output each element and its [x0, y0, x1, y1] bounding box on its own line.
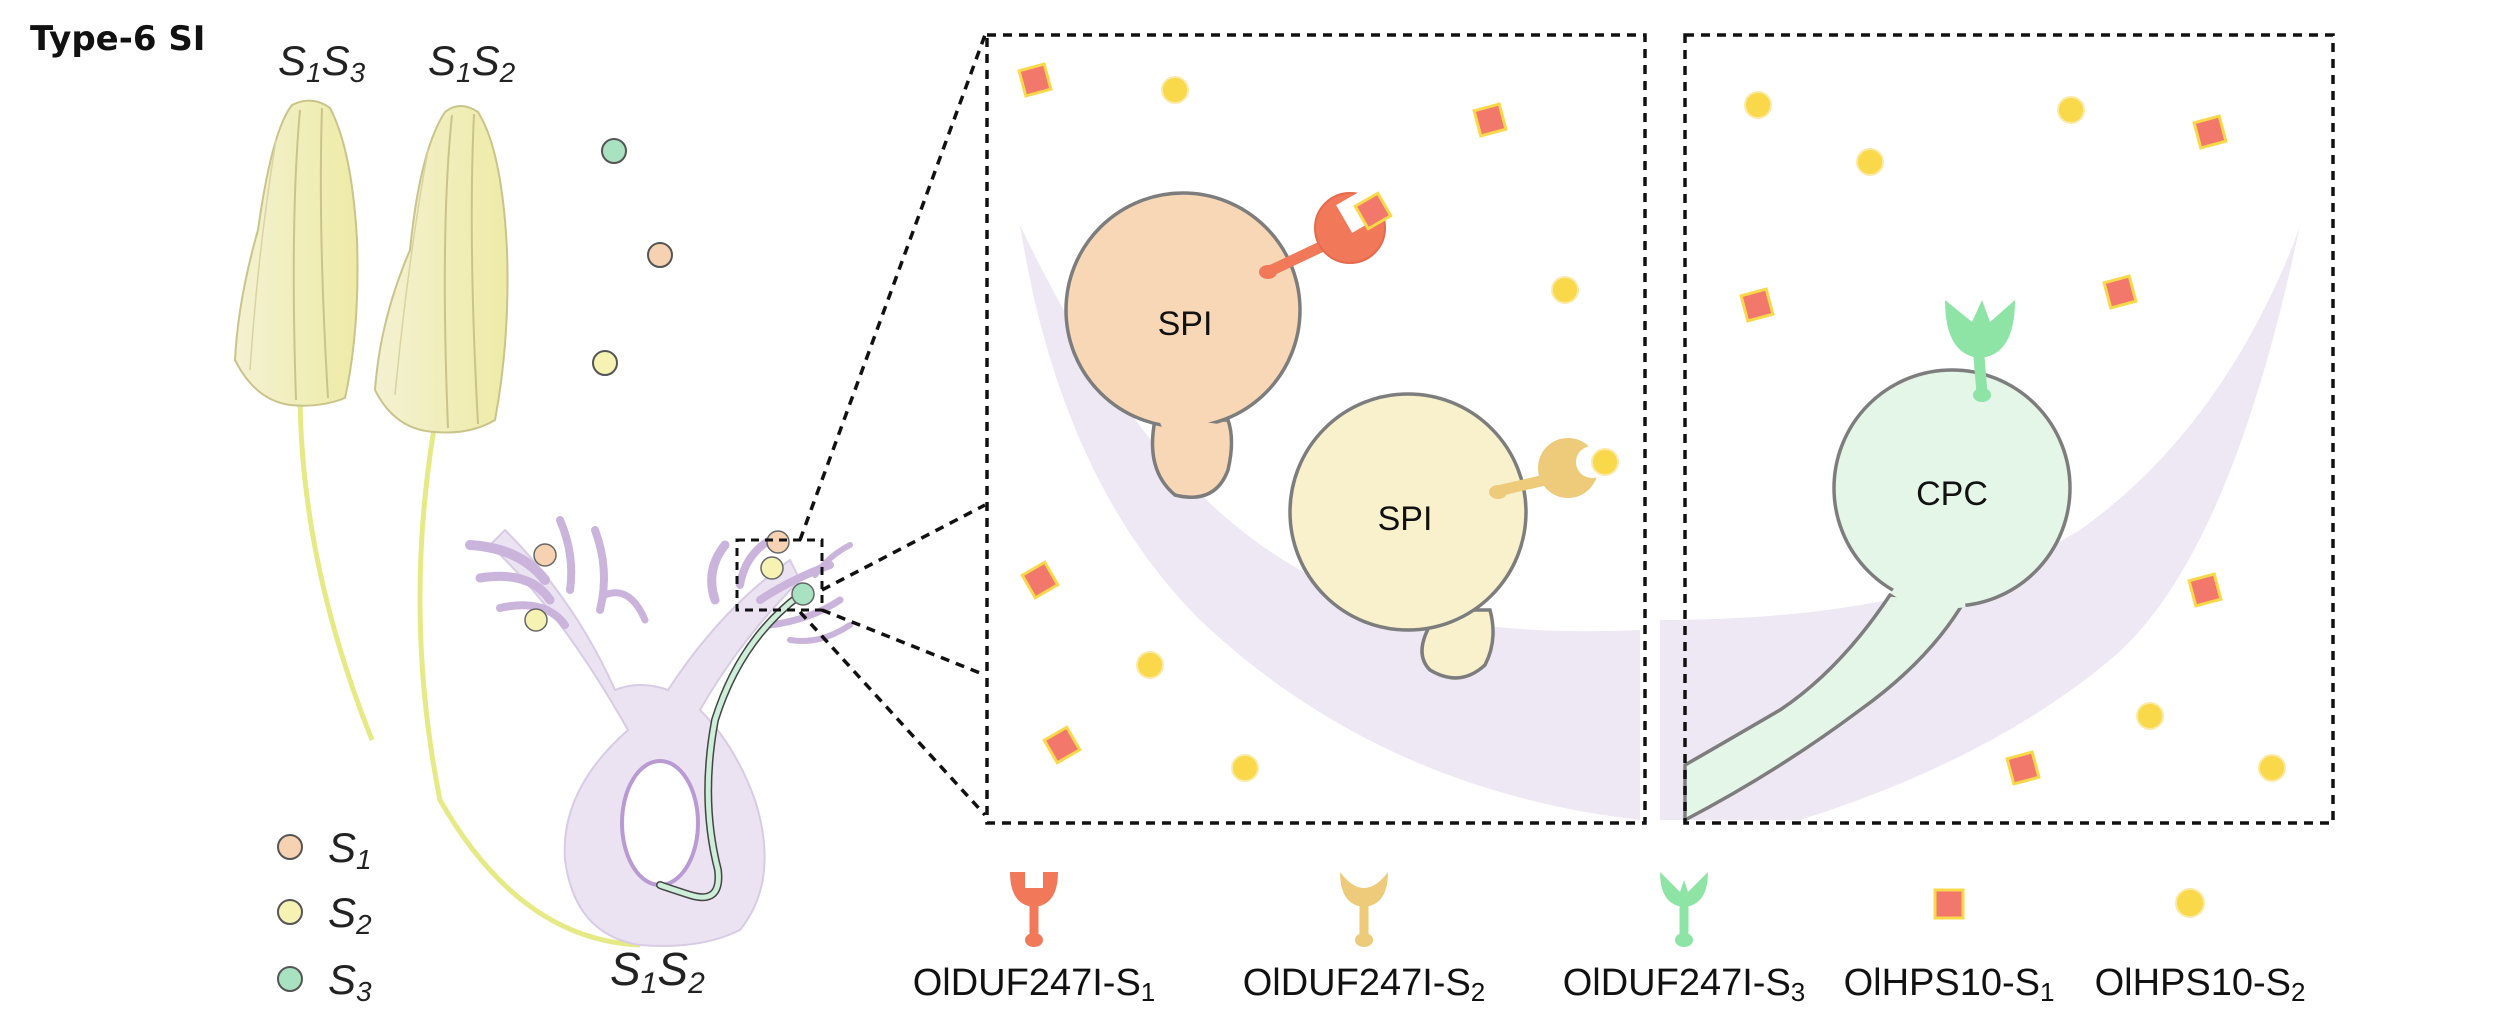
anther-1-genotype: S1S3 [278, 37, 366, 88]
anther-s1s3 [233, 99, 375, 741]
pollen-legend: S1 S2 S3 [277, 824, 372, 1007]
pollen-grain-s1 [647, 242, 673, 268]
legend-receptor-s3 [1660, 872, 1708, 947]
protein-legend: OlDUF247I-S1 OlDUF247I-S2 OlDUF247I-S3 O… [913, 872, 2306, 1007]
grain-cpc-label: CPC [1916, 475, 1988, 513]
receptor-s3-unbound [1945, 300, 2015, 402]
legend-item-s1: S1 [277, 824, 372, 875]
svg-text:S3: S3 [328, 956, 372, 1007]
legend-square-ligand [1933, 888, 1965, 920]
pistil-genotype: S1S2 [610, 943, 705, 1000]
legend-label-duf247-s2: OlDUF247I-S2 [1243, 962, 1486, 1007]
anther-2-genotype: S1S2 [428, 37, 516, 88]
pollen-grain-spi-1 [1064, 191, 1302, 499]
legend-receptor-s1 [1010, 872, 1058, 947]
figure-title: Type-6 SI [30, 19, 205, 59]
pistil [465, 516, 853, 947]
pollen-grain-cpc [1832, 368, 2072, 609]
legend-item-s2: S2 [277, 889, 372, 940]
svg-text:S1: S1 [328, 824, 372, 875]
pollen-grain-s2 [592, 350, 618, 376]
legend-label-duf247-s1: OlDUF247I-S1 [913, 962, 1156, 1007]
legend-swatch [277, 899, 303, 925]
panel-right-compatible: CPC [1660, 33, 2335, 825]
legend-item-s3: S3 [277, 956, 372, 1007]
svg-text:S2: S2 [328, 889, 372, 940]
zoom-connector [821, 608, 986, 677]
grain-1-label: SPI [1158, 305, 1213, 343]
zoom-box [735, 538, 824, 612]
receptor-s2-bound [1489, 438, 1619, 499]
zoom-connector [798, 610, 987, 817]
receptor-s1-bound [1259, 189, 1393, 279]
legend-circle-ligand [2175, 888, 2205, 918]
legend-label-duf247-s3: OlDUF247I-S3 [1563, 962, 1806, 1007]
legend-label-hps10-s2: OlHPS10-S2 [2095, 962, 2306, 1007]
pollen-grain-spi-2 [1288, 392, 1528, 680]
zoom-connector [798, 34, 987, 541]
pollen-grain-s3 [601, 138, 627, 164]
legend-label-hps10-s1: OlHPS10-S1 [1844, 962, 2055, 1007]
panel-left-incompatible: SPI SPI [985, 33, 1647, 825]
legend-receptor-s2 [1340, 872, 1388, 947]
legend-swatch [277, 834, 303, 860]
grain-2-label: SPI [1378, 500, 1433, 538]
legend-swatch [277, 966, 303, 992]
anther-s1s2 [373, 105, 641, 948]
